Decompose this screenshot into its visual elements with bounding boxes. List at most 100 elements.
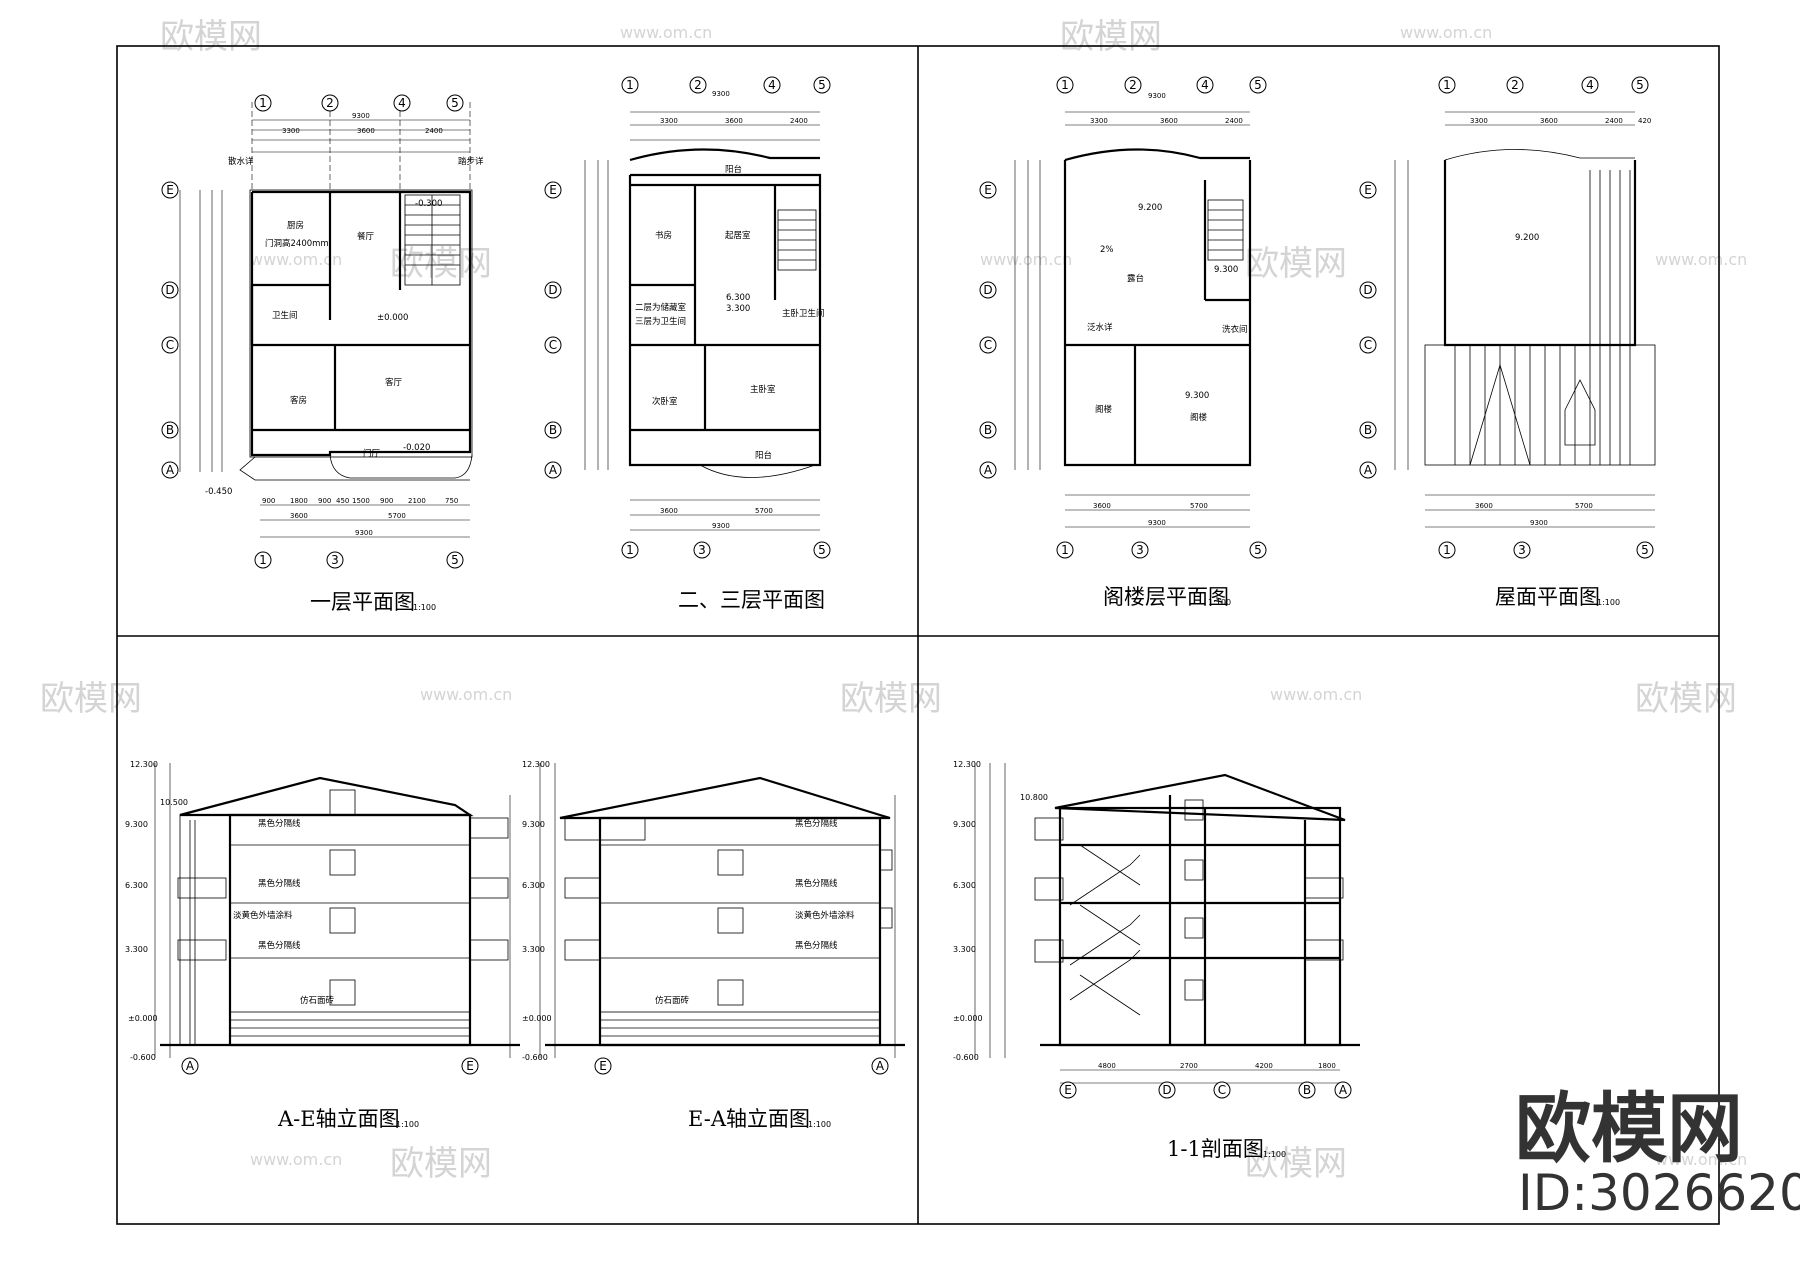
level-mark: 6.300 — [522, 881, 545, 890]
axis-label: 4 — [1201, 78, 1209, 92]
axis-bubble: A — [1334, 1081, 1352, 1099]
level-mark: 3.300 — [953, 945, 976, 954]
axis-bubble: 5 — [1631, 76, 1649, 94]
axis-label: C — [1218, 1083, 1226, 1097]
axis-label: 2 — [1129, 78, 1137, 92]
dim-text: 900 — [380, 497, 393, 505]
axis-bubble: E — [594, 1057, 612, 1075]
room-label: 泛水详 — [1087, 322, 1113, 333]
axis-label: D — [165, 283, 174, 297]
axis-bubble: 4 — [1196, 76, 1214, 94]
room-label: 露台 — [1127, 273, 1144, 284]
dim-text: 450 — [336, 497, 349, 505]
axis-bubble: 1 — [1056, 541, 1074, 559]
axis-bubble: D — [1158, 1081, 1176, 1099]
dim-text: 1800 — [1318, 1062, 1336, 1070]
elev2-title: E-A轴立面图 — [688, 1107, 810, 1131]
axis-bubble: A — [181, 1057, 199, 1075]
room-label: 散水详 — [228, 156, 254, 167]
plan-ground-floor — [179, 102, 473, 538]
axis-label: 2 — [326, 96, 334, 110]
watermark-site: www.om.cn — [980, 250, 1072, 269]
axis-bubble: C — [1359, 336, 1377, 354]
axis-bubble: 1 — [621, 76, 639, 94]
axis-label: E — [549, 183, 557, 197]
room-label: 9.300 — [1214, 265, 1238, 275]
level-mark: 10.500 — [160, 798, 188, 807]
room-label: 门厅 — [363, 448, 381, 459]
room-label: 踏步详 — [458, 156, 484, 167]
axis-bubble: 5 — [446, 94, 464, 112]
level-mark: 12.300 — [953, 760, 981, 769]
room-label: -0.020 — [403, 443, 430, 453]
axis-label: 4 — [768, 78, 776, 92]
material-label: 黑色分隔线 — [795, 878, 838, 889]
level-mark: -0.600 — [953, 1053, 979, 1062]
watermark-site: www.om.cn — [1400, 23, 1492, 42]
axis-bubble: 1 — [254, 94, 272, 112]
level-mark: ±0.000 — [522, 1014, 552, 1023]
room-label: 三层为卫生间 — [635, 316, 686, 327]
axis-bubble: 3 — [326, 551, 344, 569]
axis-label: 4 — [1586, 78, 1594, 92]
section-1-1 — [974, 763, 1360, 1084]
elev1-title: A-E轴立面图 — [277, 1107, 400, 1131]
axis-label: A — [186, 1059, 195, 1073]
level-mark: 6.300 — [953, 881, 976, 890]
axis-bubble: 5 — [813, 541, 831, 559]
axis-label: 1 — [1443, 543, 1451, 557]
room-label: 阁楼 — [1095, 404, 1113, 415]
room-label: 起居室 — [725, 230, 751, 241]
axis-label: 5 — [1641, 543, 1649, 557]
axis-bubble: A — [979, 461, 997, 479]
room-label: 洗衣间 — [1222, 324, 1248, 335]
axis-bubble: B — [1298, 1081, 1316, 1099]
axis-label: 3 — [698, 543, 706, 557]
axis-bubble: 1 — [254, 551, 272, 569]
axis-bubble: C — [544, 336, 562, 354]
axis-bubble: A — [161, 461, 179, 479]
room-label: 9.200 — [1138, 203, 1162, 213]
axis-bubble: 1 — [1056, 76, 1074, 94]
axis-bubble: 4 — [763, 76, 781, 94]
axis-label: 5 — [1254, 543, 1262, 557]
room-label: 餐厅 — [357, 232, 375, 242]
axis-bubble: E — [544, 181, 562, 199]
material-label: 淡黄色外墙涂料 — [795, 910, 855, 921]
level-mark: 6.300 — [125, 881, 148, 890]
level-mark: -0.600 — [522, 1053, 548, 1062]
level-mark: -0.600 — [130, 1053, 156, 1062]
axis-bubble: E — [161, 181, 179, 199]
room-label: 6.300 — [726, 293, 750, 303]
axis-bubble: B — [979, 421, 997, 439]
dim-text: 2400 — [1605, 117, 1623, 125]
section-scale: 1:100 — [1263, 1150, 1286, 1159]
plan3-title: 阁楼层平面图 — [1103, 585, 1229, 609]
axis-label: B — [1364, 423, 1372, 437]
room-label: 2% — [1100, 245, 1114, 255]
dim-text: 9300 — [712, 522, 730, 530]
elev1-scale: 1:100 — [396, 1120, 419, 1129]
dim-text: 3300 — [282, 127, 300, 135]
dim-text: 3600 — [357, 127, 375, 135]
plan-second-third-floor — [584, 111, 822, 531]
axis-label: 2 — [1511, 78, 1519, 92]
dim-text: 9300 — [1530, 519, 1548, 527]
dim-text: 2400 — [790, 117, 808, 125]
room-label: 次卧室 — [652, 396, 678, 407]
axis-label: E — [1064, 1083, 1072, 1097]
axis-label: A — [549, 463, 558, 477]
axis-label: D — [548, 283, 557, 297]
material-label: 仿石面砖 — [655, 995, 690, 1006]
material-label: 黑色分隔线 — [258, 878, 301, 889]
axis-label: 2 — [694, 78, 702, 92]
dim-text: 420 — [1638, 117, 1651, 125]
axis-label: 5 — [451, 553, 459, 567]
axis-bubble: E — [979, 181, 997, 199]
elev2-labels: 黑色分隔线 黑色分隔线 淡黄色外墙涂料 黑色分隔线 仿石面砖 12.300 9.… — [522, 760, 855, 1062]
watermark-brand: 欧模网 — [1245, 244, 1347, 284]
room-label: 书房 — [655, 230, 672, 241]
room-label: -0.300 — [415, 199, 442, 209]
